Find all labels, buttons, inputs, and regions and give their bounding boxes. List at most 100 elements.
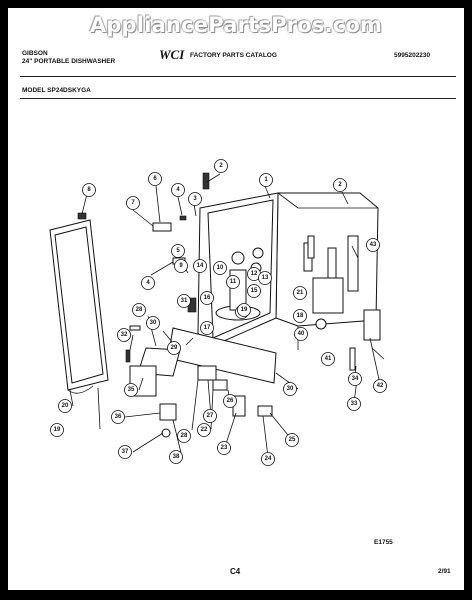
callout-c13: 13 bbox=[258, 271, 272, 285]
svg-text:15: 15 bbox=[251, 288, 258, 294]
callout-c27: 27 bbox=[203, 409, 217, 423]
callout-c4a: 4 bbox=[171, 183, 185, 197]
svg-text:18: 18 bbox=[297, 313, 304, 319]
callout-c19a: 19 bbox=[237, 303, 251, 317]
callout-c9: 9 bbox=[174, 259, 188, 273]
svg-text:42: 42 bbox=[377, 383, 384, 389]
callout-c42: 42 bbox=[373, 379, 387, 393]
svg-text:9: 9 bbox=[179, 263, 183, 269]
callout-c40: 40 bbox=[294, 327, 308, 341]
callout-c18: 18 bbox=[293, 309, 307, 323]
svg-text:7: 7 bbox=[131, 200, 135, 206]
svg-text:23: 23 bbox=[221, 445, 228, 451]
svg-text:40: 40 bbox=[298, 331, 305, 337]
callout-c35: 35 bbox=[124, 383, 138, 397]
callout-c10a: 10 bbox=[213, 261, 227, 275]
svg-text:34: 34 bbox=[352, 376, 359, 382]
svg-text:12: 12 bbox=[251, 271, 258, 277]
svg-text:4: 4 bbox=[146, 280, 150, 286]
header-divider bbox=[20, 76, 456, 77]
svg-text:19: 19 bbox=[241, 307, 248, 313]
callout-c17: 17 bbox=[200, 321, 214, 335]
callout-c37: 37 bbox=[118, 445, 132, 459]
callout-c19b: 19 bbox=[50, 423, 64, 437]
model-number: MODEL SP24DSKYGA bbox=[22, 87, 91, 94]
callout-c2b: 2 bbox=[333, 178, 347, 192]
callout-c8: 8 bbox=[82, 183, 96, 197]
callout-c25: 25 bbox=[285, 433, 299, 447]
callout-c26: 26 bbox=[223, 394, 237, 408]
callout-c6: 6 bbox=[148, 172, 162, 186]
callout-c22: 22 bbox=[197, 423, 211, 437]
catalog-title: FACTORY PARTS CATALOG bbox=[190, 52, 277, 59]
door-panel bbox=[49, 212, 109, 394]
callout-c7: 7 bbox=[126, 196, 140, 210]
svg-text:6: 6 bbox=[153, 176, 157, 182]
callout-c5: 5 bbox=[171, 244, 185, 258]
watermark-text: AppliancePartsPros.com bbox=[89, 13, 383, 37]
callout-c31: 31 bbox=[177, 294, 191, 308]
svg-text:31: 31 bbox=[181, 298, 188, 304]
callout-c16: 16 bbox=[200, 291, 214, 305]
callout-c29: 29 bbox=[167, 341, 181, 355]
svg-text:41: 41 bbox=[325, 356, 332, 362]
callout-c1: 1 bbox=[259, 173, 273, 187]
callout-c3: 3 bbox=[188, 192, 202, 206]
callout-c34: 34 bbox=[348, 372, 362, 386]
page-number: C4 bbox=[230, 567, 241, 576]
control-panel bbox=[129, 297, 277, 397]
callout-c30b: 30 bbox=[283, 382, 297, 396]
callout-c23: 23 bbox=[217, 441, 231, 455]
catalog-part-number: 5995202230 bbox=[394, 52, 431, 59]
svg-text:21: 21 bbox=[297, 290, 304, 296]
callout-c38: 38 bbox=[169, 450, 183, 464]
product-name: 24" PORTABLE DISHWASHER bbox=[22, 58, 116, 65]
svg-text:14: 14 bbox=[197, 263, 204, 269]
svg-text:19: 19 bbox=[54, 427, 61, 433]
svg-text:33: 33 bbox=[351, 401, 358, 407]
callout-c41: 41 bbox=[321, 352, 335, 366]
figure-code: E1755 bbox=[374, 539, 393, 546]
svg-text:13: 13 bbox=[262, 275, 269, 281]
svg-text:27: 27 bbox=[207, 413, 214, 419]
callout-c28a: 28 bbox=[132, 303, 146, 317]
callout-c32: 32 bbox=[117, 328, 131, 342]
callout-c30a: 30 bbox=[146, 316, 160, 330]
svg-text:28: 28 bbox=[136, 307, 143, 313]
parts-diagram-sheet: AppliancePartsPros.com GIBSON 24" PORTAB… bbox=[8, 8, 464, 590]
svg-text:16: 16 bbox=[204, 295, 211, 301]
svg-text:1: 1 bbox=[264, 177, 268, 183]
svg-text:30: 30 bbox=[287, 386, 294, 392]
brand-name: GIBSON bbox=[22, 50, 48, 57]
exploded-view-diagram: 1 2 2 3 4 4 5 6 7 8 9 10 10 11 12 13 14 … bbox=[49, 159, 387, 466]
svg-text:22: 22 bbox=[201, 427, 208, 433]
svg-text:29: 29 bbox=[171, 345, 178, 351]
callout-c2a: 2 bbox=[214, 159, 228, 173]
callout-c20: 20 bbox=[58, 399, 72, 413]
callout-c33: 33 bbox=[347, 397, 361, 411]
svg-text:17: 17 bbox=[204, 325, 211, 331]
svg-text:32: 32 bbox=[121, 332, 128, 338]
callout-c15: 15 bbox=[247, 284, 261, 298]
svg-text:10: 10 bbox=[217, 265, 224, 271]
svg-text:11: 11 bbox=[230, 279, 237, 285]
svg-text:28: 28 bbox=[181, 433, 188, 439]
callout-c21: 21 bbox=[293, 286, 307, 300]
svg-text:43: 43 bbox=[370, 242, 377, 248]
svg-text:24: 24 bbox=[265, 456, 272, 462]
callout-c43: 43 bbox=[366, 238, 380, 252]
callout-c36: 36 bbox=[111, 410, 125, 424]
svg-text:25: 25 bbox=[289, 437, 296, 443]
svg-text:26: 26 bbox=[227, 398, 234, 404]
callout-c4b: 4 bbox=[141, 276, 155, 290]
svg-text:4: 4 bbox=[176, 187, 180, 193]
svg-text:37: 37 bbox=[122, 449, 129, 455]
svg-text:8: 8 bbox=[87, 187, 91, 193]
svg-text:5: 5 bbox=[176, 248, 180, 254]
callout-c28b: 28 bbox=[177, 429, 191, 443]
callout-c24: 24 bbox=[261, 452, 275, 466]
svg-text:30: 30 bbox=[150, 320, 157, 326]
svg-text:3: 3 bbox=[193, 196, 197, 202]
model-divider bbox=[20, 98, 456, 99]
svg-text:38: 38 bbox=[173, 454, 180, 460]
